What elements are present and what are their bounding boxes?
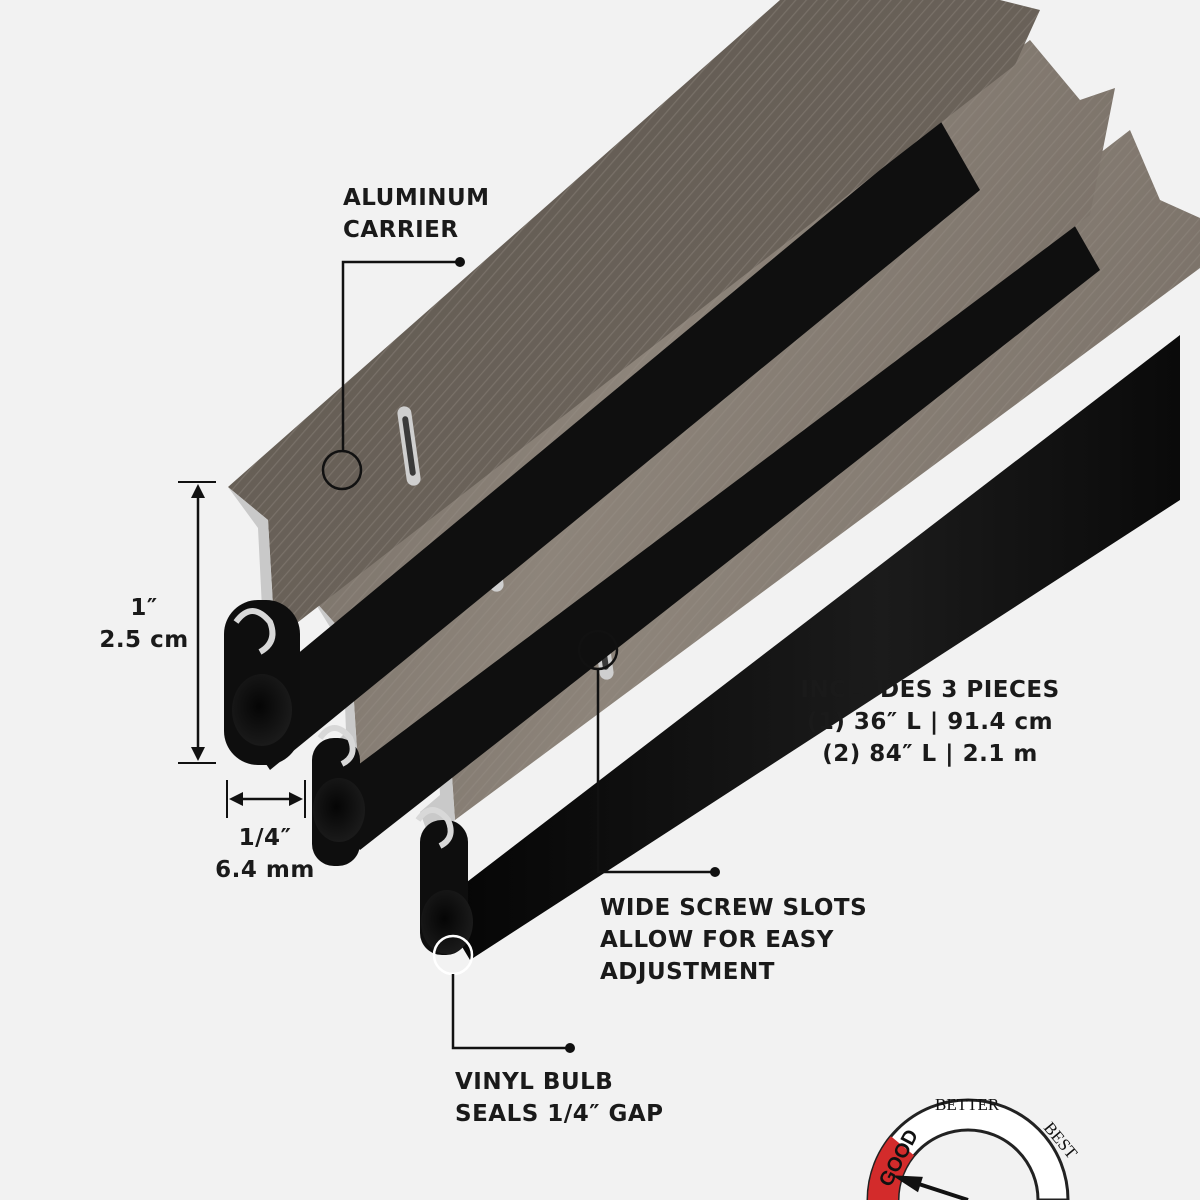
width-dimension-marker: [226, 780, 306, 818]
good-better-best-meter: GOOD BETTER BEST: [866, 1095, 1082, 1200]
meter-level-better: BETTER: [935, 1095, 1000, 1114]
callout-screw-slots: [577, 629, 720, 877]
callout-aluminum-carrier: [321, 257, 465, 491]
aluminum-carrier-label: ALUMINUM CARRIER: [343, 185, 490, 243]
screw-slots-label: WIDE SCREW SLOTS ALLOW FOR EASY ADJUSTME…: [600, 895, 868, 985]
height-dimension-label: 1″ 2.5 cm: [99, 595, 189, 653]
includes-pieces-label: INCLUDES 3 PIECES (1) 36″ L | 91.4 cm (2…: [800, 677, 1060, 767]
width-dimension-label: 1/4″ 6.4 mm: [215, 825, 315, 883]
strip-piece-1: [224, 0, 1040, 770]
meter-arc: [866, 1098, 1070, 1200]
meter-fill-red: [868, 1136, 915, 1200]
callout-vinyl-bulb: [432, 934, 575, 1053]
meter-needle: [891, 1175, 969, 1200]
height-dimension-marker: [178, 481, 216, 764]
vinyl-bulb-label: VINYL BULB SEALS 1/4″ GAP: [455, 1069, 664, 1127]
